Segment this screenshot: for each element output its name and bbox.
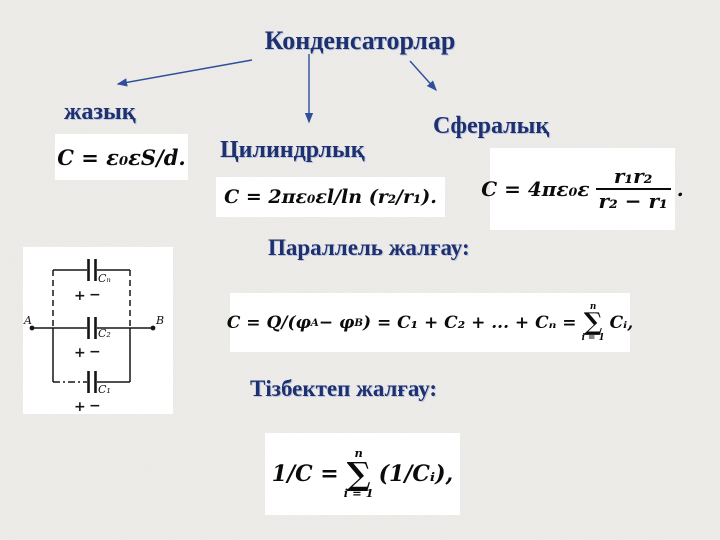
label-spherical-capacitor: Сфералық — [433, 113, 550, 139]
node-b-dot — [150, 325, 156, 331]
formula-flat-text: C = ε₀εS/d. — [57, 144, 186, 170]
parallel-capacitors-diagram: A B Cₙ C₂ C₁ + − + − + − — [23, 247, 173, 414]
fraction-denominator: r₂ − r₁ — [595, 188, 671, 213]
phi-b-subscript: B — [354, 316, 363, 329]
minus-sign: − — [89, 398, 101, 414]
summation-lower-limit: i = 1 — [343, 486, 374, 501]
plus-sign: + — [74, 345, 86, 361]
formula-parallel-part4: Cᵢ, — [609, 312, 634, 333]
formula-spherical-capacitor: C = 4πε₀ε r₁r₂ r₂ − r₁ . — [481, 148, 684, 230]
formula-spherical-suffix: . — [676, 177, 684, 201]
capacitor-plates — [87, 259, 97, 393]
arrow-to-flat-icon — [116, 59, 253, 87]
formula-parallel-part2: − φ — [318, 312, 355, 333]
formula-series-part1: 1/C = — [271, 461, 339, 487]
summation-sigma-icon: ∑ — [583, 307, 603, 337]
page-title: Конденсаторлар — [264, 26, 456, 55]
summation-lower-limit: i = 1 — [581, 332, 605, 343]
label-parallel-connection: Параллель жалғау: — [268, 235, 470, 260]
label-flat-capacitor: жазық — [64, 99, 136, 125]
minus-sign: − — [89, 344, 101, 360]
summation-sigma-icon: ∑ — [346, 454, 371, 493]
fraction: r₁r₂ r₂ − r₁ — [595, 164, 671, 213]
summation-upper-limit: n — [354, 446, 363, 461]
capacitor-1-label: C₁ — [98, 383, 111, 396]
fraction-numerator: r₁r₂ — [613, 164, 653, 188]
phi-a-subscript: A — [310, 316, 319, 329]
formula-flat-capacitor: C = ε₀εS/d. — [55, 134, 188, 180]
summation-upper-limit: n — [589, 301, 597, 312]
plus-sign: + — [74, 399, 86, 414]
capacitor-2-label: C₂ — [98, 327, 111, 340]
formula-parallel-part1: C = Q/(φ — [226, 312, 311, 333]
capacitor-n-label: Cₙ — [98, 272, 111, 285]
formula-parallel-part3: ) = C₁ + C₂ + ... + Cₙ = — [363, 312, 577, 333]
label-cylindrical-capacitor: Цилиндрлық — [220, 137, 365, 163]
formula-cylindrical-capacitor: C = 2πε₀εl/ln (r₂/r₁). — [216, 177, 445, 217]
node-a-dot — [29, 325, 35, 331]
formula-series-connection: 1/C = n ∑ i = 1 (1/Cᵢ), — [265, 433, 460, 515]
formula-spherical-prefix: C = 4πε₀ε — [481, 177, 590, 201]
minus-sign: − — [89, 287, 101, 303]
summation: n ∑ i = 1 — [343, 446, 374, 501]
summation: n ∑ i = 1 — [581, 301, 605, 343]
arrow-to-spherical-icon — [409, 60, 437, 92]
label-series-connection: Тізбектеп жалғау: — [250, 376, 438, 401]
node-a-label: A — [23, 314, 32, 327]
plus-sign: + — [74, 288, 86, 304]
formula-cylindrical-text: C = 2πε₀εl/ln (r₂/r₁). — [224, 186, 437, 208]
node-b-label: B — [155, 314, 164, 327]
formula-series-part2: (1/Cᵢ), — [378, 461, 454, 487]
